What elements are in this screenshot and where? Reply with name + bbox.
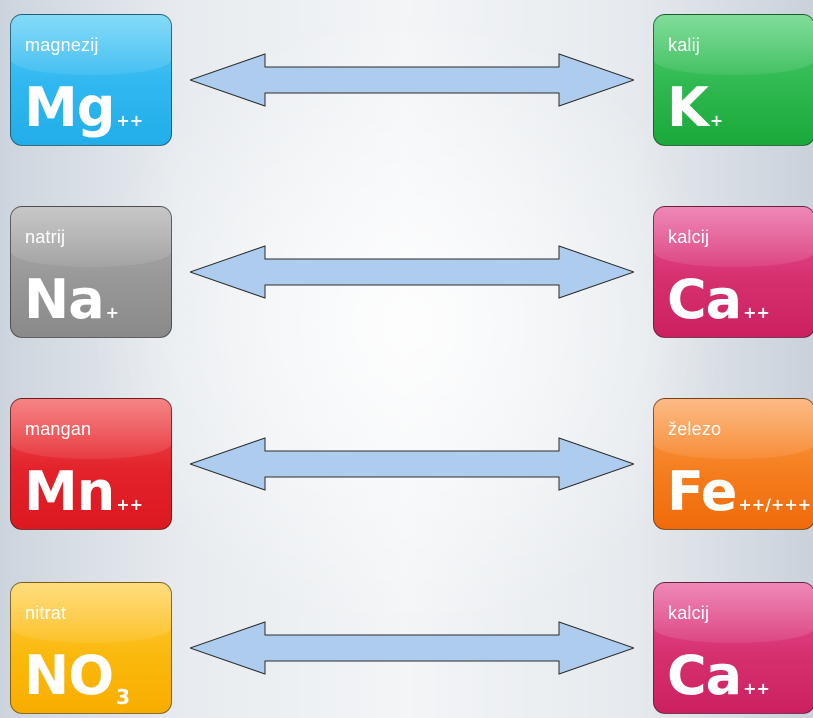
element-tile-magnezij: magnezij Mg++ bbox=[10, 14, 172, 146]
double-arrow-icon bbox=[190, 245, 634, 299]
element-name: mangan bbox=[25, 419, 92, 439]
element-tile-mangan: mangan Mn++ bbox=[10, 398, 172, 530]
element-charge: ++ bbox=[743, 303, 770, 322]
element-charge: ++ bbox=[116, 495, 143, 514]
element-symbol: Ca bbox=[667, 644, 742, 707]
element-name: železo bbox=[668, 419, 722, 439]
element-charge: ++ bbox=[116, 111, 144, 130]
double-arrow-icon bbox=[190, 53, 634, 107]
element-tile-natrij: natrij Na+ bbox=[10, 206, 172, 338]
element-tile-kalij: kalij K+ bbox=[653, 14, 813, 146]
element-formula: Fe++/+++ bbox=[667, 465, 812, 519]
element-charge: ++/+++ bbox=[738, 495, 812, 514]
double-arrow-icon bbox=[190, 621, 634, 675]
element-symbol: Fe bbox=[667, 460, 737, 523]
element-formula: Ca++ bbox=[667, 649, 771, 703]
element-symbol: Na bbox=[24, 268, 105, 331]
element-formula: Mg++ bbox=[24, 81, 144, 135]
element-tile-kalcij: kalcij Ca++ bbox=[653, 582, 813, 714]
element-formula: Mn++ bbox=[24, 465, 144, 519]
element-symbol: K bbox=[667, 76, 709, 139]
element-symbol: Ca bbox=[667, 268, 742, 331]
element-name: kalij bbox=[668, 35, 701, 55]
element-symbol: NO bbox=[24, 644, 114, 707]
element-name: kalcij bbox=[668, 603, 710, 623]
element-name: magnezij bbox=[25, 35, 99, 55]
element-symbol: Mn bbox=[24, 460, 115, 523]
element-name: natrij bbox=[25, 227, 66, 247]
element-name: nitrat bbox=[25, 603, 67, 623]
element-charge: + bbox=[105, 303, 120, 322]
element-subscript: 3 bbox=[116, 685, 131, 709]
element-tile-kalcij: kalcij Ca++ bbox=[653, 206, 813, 338]
element-formula: K+ bbox=[667, 81, 724, 135]
element-formula: Na+ bbox=[24, 273, 120, 327]
element-charge: ++ bbox=[743, 679, 770, 698]
double-arrow-icon bbox=[190, 437, 634, 491]
element-name: kalcij bbox=[668, 227, 710, 247]
element-charge: + bbox=[709, 111, 724, 130]
element-symbol: Mg bbox=[24, 76, 115, 139]
element-tile-zelezo: železo Fe++/+++ bbox=[653, 398, 813, 530]
element-formula: Ca++ bbox=[667, 273, 771, 327]
